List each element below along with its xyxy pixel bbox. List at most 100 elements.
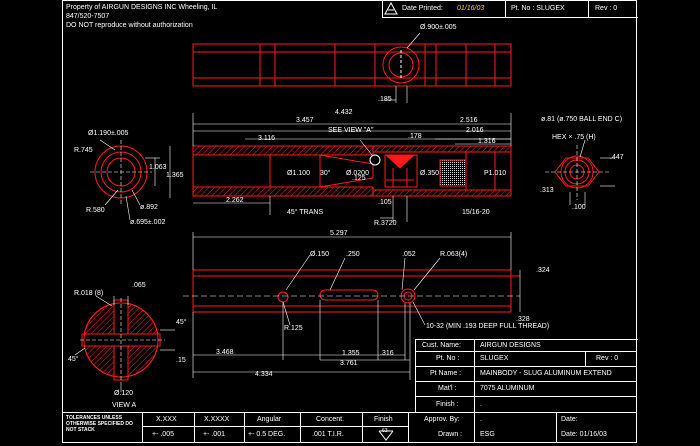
header-box	[382, 0, 638, 18]
dim-0200: Ø.0200	[346, 170, 369, 177]
dim-250: .250	[346, 251, 360, 258]
see-view-a-note: SEE VIEW "A"	[328, 127, 374, 134]
dim-5297: 5.297	[330, 230, 348, 237]
header-divider-1	[505, 0, 506, 17]
dim-0350: Ø.350	[420, 170, 440, 177]
tol-value-concent: .001 T.I.R.	[312, 431, 344, 438]
dim-30-deg: 30°	[320, 170, 331, 177]
dim-top-diameter: Ø.900±.005	[420, 24, 457, 31]
dim-1100: Ø1.100	[287, 170, 310, 177]
material-label: Mat'l :	[438, 385, 457, 392]
dim-125: .125	[352, 175, 366, 182]
finish-symbol	[378, 428, 394, 441]
logo	[384, 1, 398, 15]
tap-note: 10-32 (MIN .193 DEEP FULL THREAD)	[426, 323, 550, 330]
dim-r125: R.125	[284, 325, 303, 332]
view-a-label: VIEW A	[112, 402, 137, 409]
approved-by-label: Approv. By:	[424, 416, 460, 423]
dim-p1010: P1.010	[484, 170, 507, 177]
view-a-dim-15: .15	[176, 357, 186, 364]
dim-ball-end: ø.81 (ø.750 BALL END C)	[541, 116, 623, 123]
thread-note: 15/16-20	[462, 209, 490, 216]
dim-3761: 3.761	[340, 360, 358, 367]
tol-value-xxxx: +- .005	[152, 431, 174, 438]
bottom-view	[192, 269, 520, 313]
dim-892: ø.892	[140, 204, 158, 211]
dim-2016: 2.016	[466, 127, 484, 134]
tol-col-div-0	[142, 412, 143, 443]
dim-1190: Ø1.190±.005	[88, 130, 129, 137]
dim-1063: 1.063	[149, 164, 167, 171]
dim-top-length: .185	[378, 96, 392, 103]
part-name-label: Pt Name :	[430, 370, 462, 377]
dim-hex: HEX × .75 (H)	[552, 134, 596, 141]
surface-finish-icon	[378, 430, 394, 441]
dim-2516: 2.516	[460, 117, 478, 124]
tolerance-mid-line	[142, 426, 408, 427]
dim-100: .100	[572, 204, 586, 211]
title-row-1	[415, 351, 637, 352]
title-row-4	[415, 396, 637, 397]
dim-1365: 1.365	[166, 172, 184, 179]
section-view	[192, 145, 512, 197]
part-name-value: MAINBODY - SLUG ALUMINUM EXTEND	[480, 370, 612, 377]
property-line: Property of AIRGUN DESIGNS INC Wheeling,…	[66, 4, 218, 11]
tol-header-concent: Concent.	[316, 416, 345, 423]
dim-150: Ø.150	[310, 251, 330, 258]
finish-value: .	[480, 401, 482, 408]
header-divider-2	[588, 0, 589, 17]
cust-name-value: AIRGUN DESIGNS	[480, 342, 541, 349]
material-value: 7075 ALUMINUM	[480, 385, 535, 392]
tol-header-xxxxx: X.XXXX	[204, 416, 230, 423]
finish-label: Finish :	[436, 401, 459, 408]
part-number-label: Pt. No :	[436, 355, 460, 362]
date-printed-value: 01/16/03	[457, 5, 485, 12]
view-a-dim-065: .065	[132, 282, 146, 289]
dim-1355: 1.355	[342, 350, 360, 357]
approval-date-label: Date:	[561, 416, 578, 423]
header-part-number: Pt. No : SLUGEX	[511, 5, 565, 12]
dim-316: .316	[380, 350, 394, 357]
dim-2262: 2.262	[226, 197, 244, 204]
dim-695: ø.695±.002	[130, 219, 166, 226]
dim-r063: R.063(4)	[440, 251, 468, 258]
top-view	[192, 43, 512, 87]
dim-1316: 1.316	[478, 138, 496, 145]
dim-313: .313	[540, 187, 554, 194]
phone-number: 847/520-7507	[66, 13, 110, 20]
view-a-dim-r018: R.018 (8)	[74, 290, 104, 297]
approved-by-value: .	[480, 416, 482, 423]
dim-178: .178	[408, 133, 422, 140]
title-row-3	[415, 381, 637, 382]
tol-value-finish: 63	[382, 428, 388, 434]
view-a-angle-1: 45°	[176, 319, 187, 326]
dim-overall-4432: 4.432	[335, 109, 353, 116]
dim-052: .052	[402, 251, 416, 258]
tol-header-xxxx: X.XXX	[156, 416, 177, 423]
dim-4334: 4.334	[255, 371, 273, 378]
tol-col-div-3	[300, 412, 301, 443]
date-printed-label: Date Printed:	[402, 5, 443, 12]
reproduction-warning: DO NOT reproduce without authorization	[66, 22, 193, 29]
tol-header-finish: Finish	[374, 416, 393, 423]
rev-divider	[585, 351, 586, 366]
drawn-date: Date: 01/16/03	[561, 431, 607, 438]
tol-col-div-2	[244, 412, 245, 443]
tol-col-div-5	[408, 412, 409, 443]
drawn-by-label: Drawn :	[438, 431, 463, 438]
logo-icon	[384, 1, 398, 15]
header-revision: Rev : 0	[595, 5, 618, 12]
tol-value-xxxxx: +- .001	[203, 431, 225, 438]
tol-col-div-4	[362, 412, 363, 443]
dim-3116: 3.116	[258, 135, 275, 142]
cust-name-label: Cust. Name:	[422, 342, 461, 349]
part-number-value: SLUGEX	[480, 355, 509, 362]
dim-3468: 3.468	[216, 349, 234, 356]
dim-447: .447	[610, 154, 624, 161]
tol-col-div-1	[194, 412, 195, 443]
dim-r580: R.580	[86, 207, 105, 214]
title-block	[415, 339, 638, 413]
tolerance-label: TOLERANCES UNLESS OTHERWISE SPECIFIED DO…	[66, 415, 133, 433]
approval-date-divider	[556, 412, 557, 443]
